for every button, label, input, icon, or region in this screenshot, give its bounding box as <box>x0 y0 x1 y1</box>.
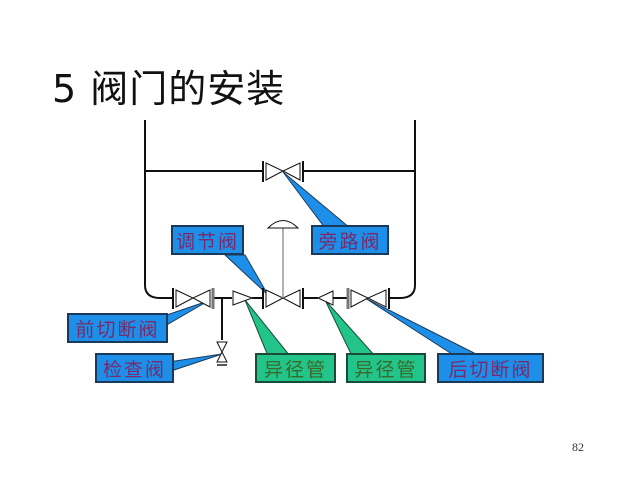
label-upstream-shutoff-valve: 前切断阀 <box>67 313 168 343</box>
label-downstream-shutoff-valve: 后切断阀 <box>437 353 544 383</box>
label-control-valve: 调节阀 <box>171 225 244 255</box>
slide-title: 5 阀门的安装 <box>52 67 286 111</box>
callout-pointer-reducer2 <box>324 299 377 357</box>
main-pipe-right-bend <box>390 284 416 299</box>
control-valve-icon <box>262 220 304 309</box>
callout-pointer-bypass <box>282 171 352 229</box>
label-bypass-valve: 旁路阀 <box>311 225 389 255</box>
label-reducer-2: 异径管 <box>346 353 426 383</box>
callout-pointer-control <box>223 254 269 296</box>
reducer-2-icon <box>316 290 334 306</box>
callout-pointer-reducer1 <box>244 299 292 357</box>
check-valve-icon <box>216 341 228 366</box>
downstream-shutoff-valve-icon <box>346 288 390 309</box>
main-pipe-left-bend <box>144 284 172 299</box>
label-check-valve: 检查阀 <box>95 353 174 383</box>
page-number: 82 <box>572 440 584 454</box>
upstream-shutoff-valve-icon <box>172 288 215 309</box>
callout-pointer-downstream <box>364 297 481 357</box>
label-reducer-1: 异径管 <box>255 353 336 383</box>
callout-pointer-check <box>167 353 223 373</box>
reducer-1-icon <box>232 290 254 306</box>
bypass-valve-icon <box>262 161 304 182</box>
